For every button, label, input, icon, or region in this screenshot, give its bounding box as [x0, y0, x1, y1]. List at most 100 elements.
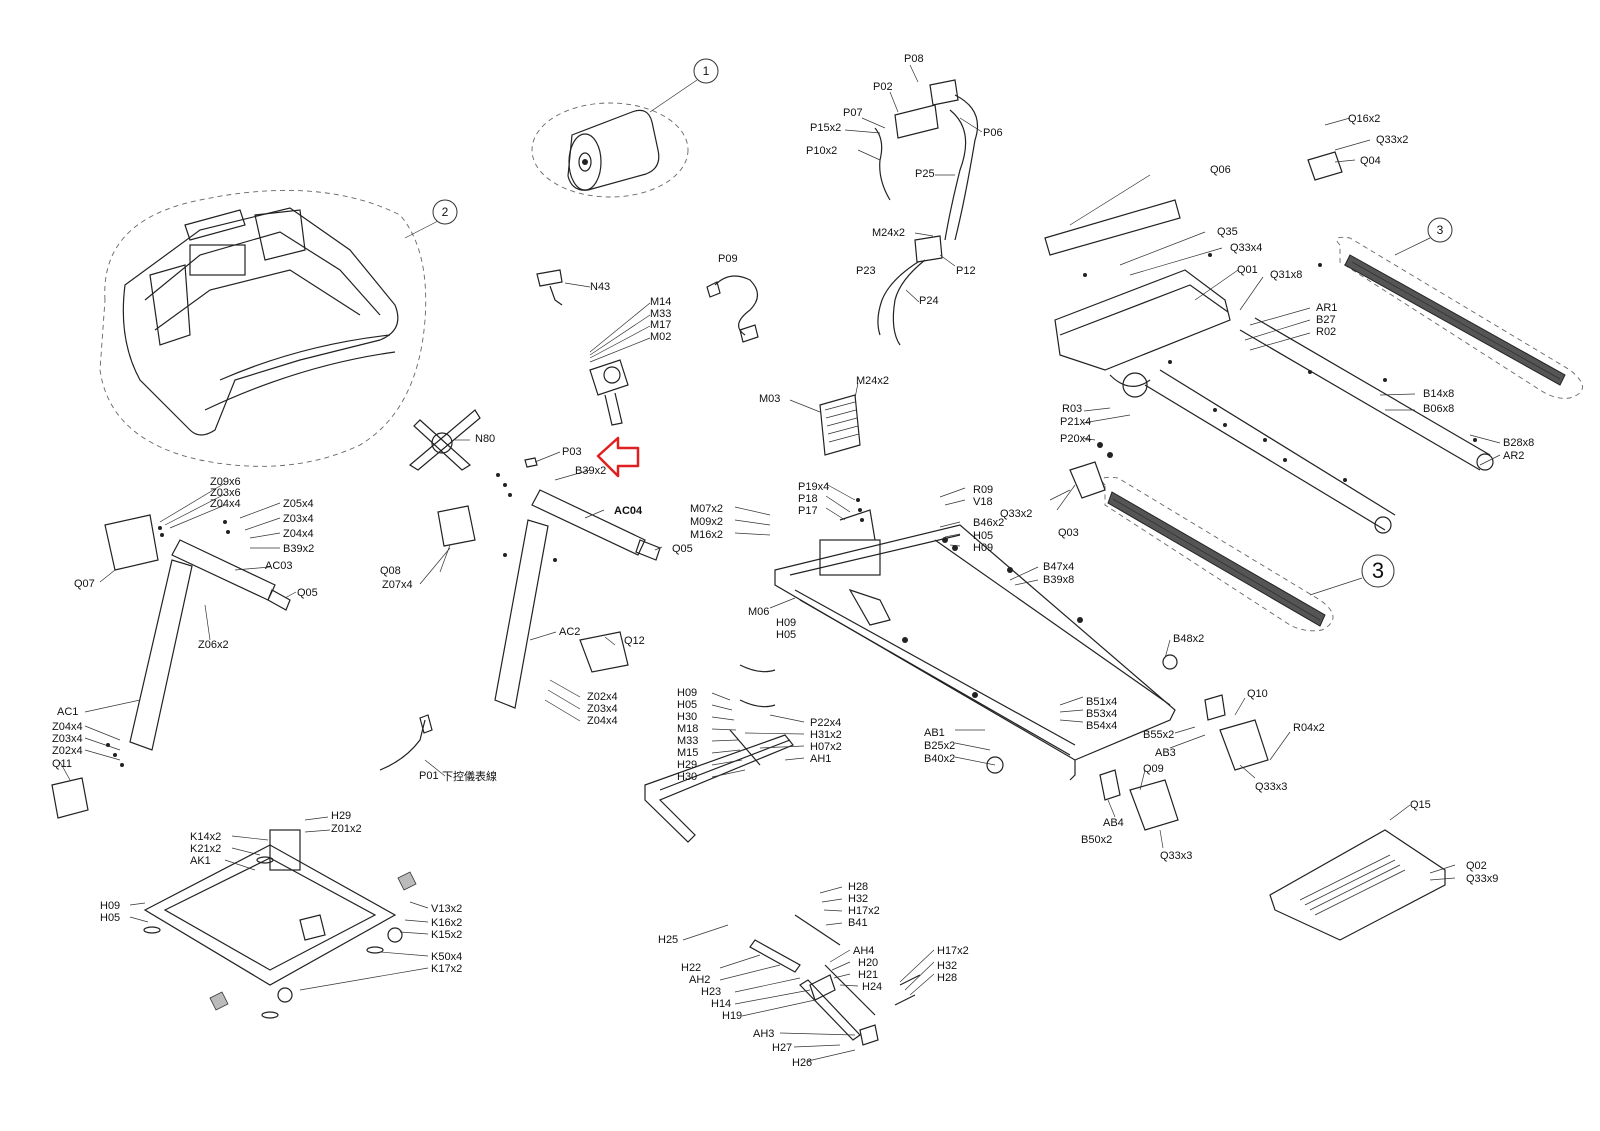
part-label: AC04: [614, 505, 643, 517]
part-label: R03: [1062, 403, 1083, 415]
callout-number-1: 1: [702, 64, 710, 78]
callout-number-3-top: 3: [1436, 223, 1444, 237]
part-label: H05: [677, 699, 698, 711]
part-label: Q07: [74, 578, 95, 590]
part-label: Q31x8: [1270, 269, 1303, 281]
part-label: H32: [937, 960, 958, 972]
part-label: Z03x4: [283, 513, 314, 525]
part-label: AR2: [1503, 450, 1525, 462]
hood-panel: [1044, 199, 1181, 256]
part-label: V13x2: [431, 903, 463, 915]
part-label: M02: [650, 331, 672, 343]
part-label: B47x4: [1043, 561, 1075, 573]
part-label: AB1: [924, 727, 945, 739]
part-label: Q33x3: [1160, 850, 1193, 862]
part-label: H07x2: [810, 741, 842, 753]
right-upright: [379, 457, 661, 771]
part-label: N80: [475, 433, 496, 445]
part-label: Q05: [672, 543, 693, 555]
part-label: P12: [956, 265, 976, 277]
part-label: H17x2: [848, 905, 880, 917]
part-label: AC2: [559, 626, 581, 638]
n80-part: [408, 409, 481, 471]
part-label: Q10: [1247, 688, 1268, 700]
part-label: H23: [701, 986, 722, 998]
part-label: Z03x4: [52, 733, 83, 745]
part-label: B46x2: [973, 517, 1005, 529]
part-label: H05: [973, 530, 994, 542]
part-label: AH2: [689, 974, 711, 986]
part-label: M18: [677, 723, 699, 735]
part-label: AC03: [265, 560, 293, 572]
part-label: P01: [419, 770, 439, 782]
part-label: P09: [718, 253, 738, 265]
callout-number-3-bottom: 3: [1371, 558, 1385, 583]
part-label: M24x2: [872, 227, 906, 239]
part-label: B06x8: [1423, 403, 1455, 415]
base-frame-left: [143, 829, 417, 1019]
part-label: B27: [1316, 314, 1336, 326]
part-label: H21: [858, 969, 879, 981]
part-label: B55x2: [1143, 729, 1175, 741]
part-label: B14x8: [1423, 388, 1455, 400]
part-label: H25: [658, 934, 679, 946]
part-label: P23: [856, 265, 876, 277]
part-label-p03: P03: [562, 446, 582, 458]
part-label: P19x4: [798, 481, 830, 493]
part-label: H24: [862, 981, 883, 993]
part-label: Q16x2: [1348, 113, 1381, 125]
deck-assembly: [1054, 269, 1494, 534]
part-label: P25: [915, 168, 935, 180]
q04-bracket: [1307, 151, 1343, 181]
power-cord: [706, 275, 759, 343]
part-label: R09: [973, 484, 994, 496]
part-label: Q06: [1210, 164, 1231, 176]
part-label: R04x2: [1293, 722, 1325, 734]
part-label: H17x2: [937, 945, 969, 957]
part-label: AB4: [1103, 817, 1124, 829]
motor-assembly: [531, 58, 719, 198]
part-label: AH3: [753, 1028, 775, 1040]
part-label: Q02: [1466, 860, 1487, 872]
part-label: Z03x6: [210, 487, 241, 499]
part-label: N43: [590, 281, 611, 293]
part-note: 下控儀表線: [442, 771, 497, 783]
part-label: Q03: [1058, 527, 1079, 539]
part-label: H09: [973, 542, 994, 554]
part-label: H05: [100, 912, 121, 924]
part-label: Z04x4: [210, 498, 241, 510]
part-label: H28: [937, 972, 958, 984]
part-label: AK1: [190, 855, 211, 867]
part-label: Z04x4: [283, 528, 314, 540]
part-label: K17x2: [431, 963, 463, 975]
part-label: P15x2: [810, 122, 842, 134]
side-rail-upper: [1336, 217, 1583, 399]
callout-number-2: 2: [441, 205, 449, 219]
part-label: K50x4: [431, 951, 463, 963]
console-assembly: [99, 189, 458, 467]
part-label: Z06x2: [198, 639, 229, 651]
part-label: B39x2: [283, 543, 315, 555]
part-label: P20x4: [1060, 433, 1092, 445]
part-label: H09: [100, 900, 121, 912]
part-label: H27: [772, 1042, 793, 1054]
part-label: AH4: [853, 945, 875, 957]
part-label: Q01: [1237, 264, 1258, 276]
part-label: B54x4: [1086, 720, 1118, 732]
part-label: B40x2: [924, 753, 956, 765]
part-label: AR1: [1316, 302, 1338, 314]
part-label: M17: [650, 319, 672, 331]
part-label: P17: [798, 505, 818, 517]
part-label: M24x2: [856, 375, 890, 387]
motor-controller: [819, 394, 861, 456]
part-label: H14: [711, 998, 732, 1010]
end-caps: [1099, 694, 1269, 831]
part-label: Q05: [297, 587, 318, 599]
part-label: Q33x2: [1000, 508, 1033, 520]
part-label: M03: [759, 393, 781, 405]
callout-circle-2: [432, 199, 458, 225]
part-label: Q15: [1410, 799, 1431, 811]
part-label: H31x2: [810, 729, 842, 741]
part-label: H28: [848, 881, 869, 893]
part-label: R02: [1316, 326, 1337, 338]
